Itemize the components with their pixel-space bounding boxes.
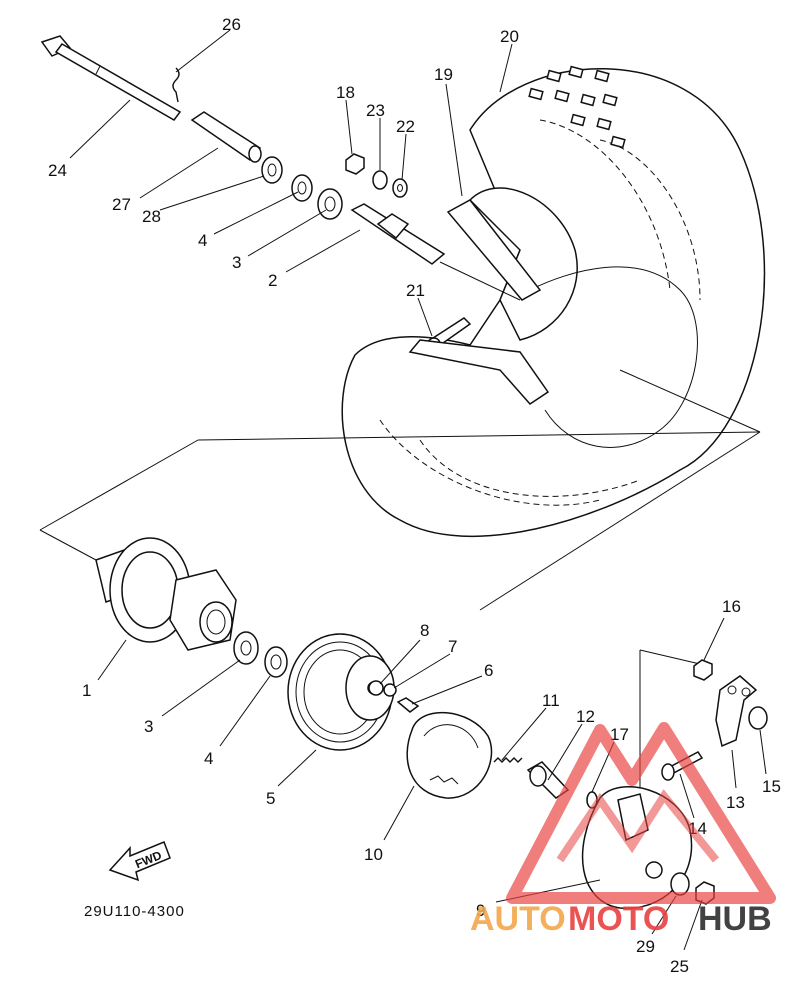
callout-4-upper: 4 xyxy=(198,231,207,250)
callout-27: 27 xyxy=(112,195,131,214)
callout-9: 9 xyxy=(476,901,485,920)
rim-section xyxy=(446,199,542,301)
callout-25: 25 xyxy=(670,957,689,976)
axle-group xyxy=(40,35,446,265)
callout-1: 1 xyxy=(82,681,91,700)
callout-21: 21 xyxy=(406,281,425,300)
drum-seal xyxy=(368,680,384,696)
bearing-lower-2 xyxy=(264,646,288,678)
drum-washer xyxy=(383,683,397,697)
guide-line-left xyxy=(39,439,199,531)
callout-12: 12 xyxy=(576,707,595,726)
tread-blocks xyxy=(528,65,626,149)
callout-2: 2 xyxy=(268,271,277,290)
part-code: 29U110-4300 xyxy=(84,903,185,920)
drum-screw xyxy=(396,697,420,713)
callout-10: 10 xyxy=(364,845,383,864)
watermark-moto: MOTO xyxy=(568,900,669,938)
callout-13: 13 xyxy=(726,793,745,812)
callout-22: 22 xyxy=(396,117,415,136)
callout-24: 24 xyxy=(48,161,67,180)
callout-23: 23 xyxy=(366,101,385,120)
callout-28: 28 xyxy=(142,207,161,226)
brake-shoe xyxy=(406,711,493,799)
callout-15: 15 xyxy=(762,777,781,796)
axle-bolt xyxy=(40,35,182,121)
callout-6: 6 xyxy=(484,661,493,680)
callout-4-lower: 4 xyxy=(204,749,213,768)
plate-washer xyxy=(670,872,690,896)
wheel-hub xyxy=(95,537,237,651)
watermark-logo: AUTO MOTO HUB xyxy=(470,722,776,938)
callout-26: 26 xyxy=(222,15,241,34)
callout-19: 19 xyxy=(434,65,453,84)
callout-20: 20 xyxy=(500,27,519,46)
watermark-auto: AUTO xyxy=(470,900,566,938)
callout-3-upper: 3 xyxy=(232,253,241,272)
lever-end-nut xyxy=(748,706,768,730)
callout-8: 8 xyxy=(420,621,429,640)
bearing-upper xyxy=(291,174,313,202)
brake-lever xyxy=(715,675,758,748)
callout-5: 5 xyxy=(266,789,275,808)
plain-washer xyxy=(392,178,408,198)
leader-lines xyxy=(69,29,767,951)
callout-16: 16 xyxy=(722,597,741,616)
shoe-spring xyxy=(493,757,523,763)
lever-nut xyxy=(693,659,713,681)
fwd-arrow: FWD xyxy=(108,841,171,882)
cotter-pin xyxy=(172,67,180,103)
watermark-hub: HUB xyxy=(698,900,772,938)
callout-11: 11 xyxy=(542,691,560,710)
fwd-label: FWD xyxy=(133,848,164,871)
lock-washer xyxy=(372,170,388,190)
bearing-upper-2 xyxy=(317,188,343,220)
callout-17: 17 xyxy=(610,725,629,744)
oil-seal xyxy=(261,156,283,184)
bearing-lower xyxy=(233,631,259,665)
mountain-logo xyxy=(506,722,776,904)
callout-7: 7 xyxy=(448,637,457,656)
tire-assembly xyxy=(341,65,766,538)
callout-18: 18 xyxy=(336,83,355,102)
callout-labels: 26 24 27 28 4 3 2 18 23 22 19 20 21 1 3 … xyxy=(48,15,781,976)
callout-3-lower: 3 xyxy=(144,717,153,736)
collar xyxy=(190,111,262,162)
callout-29: 29 xyxy=(636,937,655,956)
axle-nut xyxy=(345,153,365,175)
